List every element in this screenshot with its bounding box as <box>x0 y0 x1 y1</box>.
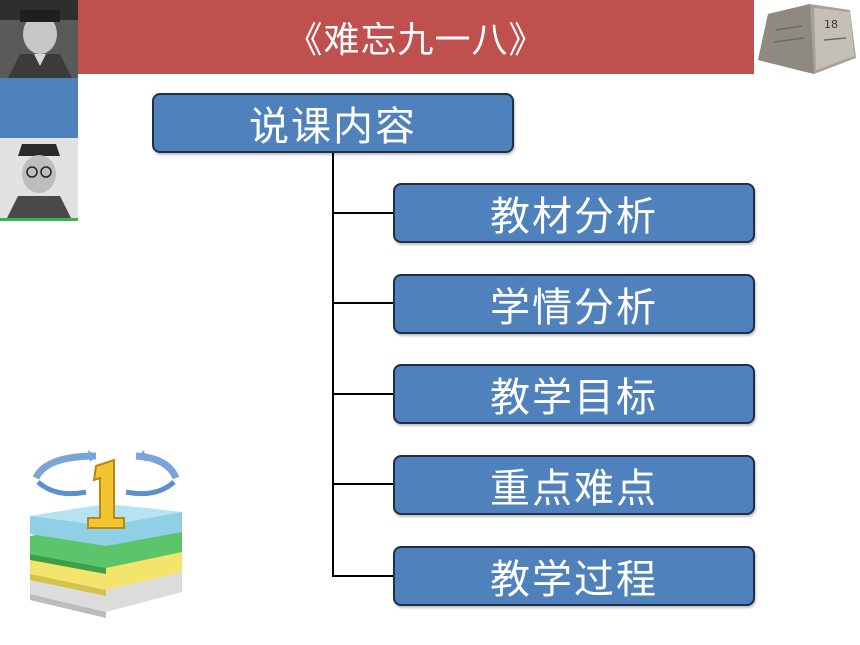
tree-trunk <box>332 153 334 577</box>
branch-1 <box>332 212 393 214</box>
item-node-4[interactable]: 重点难点 <box>393 455 755 515</box>
branch-4 <box>332 483 393 485</box>
branch-3 <box>332 393 393 395</box>
item-node-2[interactable]: 学情分析 <box>393 274 755 334</box>
svg-text:18: 18 <box>824 18 838 31</box>
title-bar: 《难忘九一八》 <box>78 0 754 74</box>
branch-5 <box>332 575 393 577</box>
item-node-3[interactable]: 教学目标 <box>393 364 755 424</box>
monument-photo: 18 <box>754 0 860 78</box>
item-label: 学情分析 <box>490 285 658 331</box>
item-node-1[interactable]: 教材分析 <box>393 183 755 243</box>
item-label: 教材分析 <box>490 194 658 240</box>
page-title: 《难忘九一八》 <box>286 20 546 61</box>
item-label: 重点难点 <box>490 466 658 512</box>
number-one-stack-icon <box>26 448 186 628</box>
portrait-photo-bottom <box>0 138 78 220</box>
portrait-photo-top <box>0 0 78 78</box>
side-color-block <box>0 78 78 138</box>
item-node-5[interactable]: 教学过程 <box>393 546 755 606</box>
root-node: 说课内容 <box>152 93 514 153</box>
branch-2 <box>332 302 393 304</box>
item-label: 教学过程 <box>490 557 658 603</box>
root-node-label: 说课内容 <box>249 104 417 150</box>
item-label: 教学目标 <box>490 375 658 421</box>
side-green-strip <box>0 218 78 221</box>
